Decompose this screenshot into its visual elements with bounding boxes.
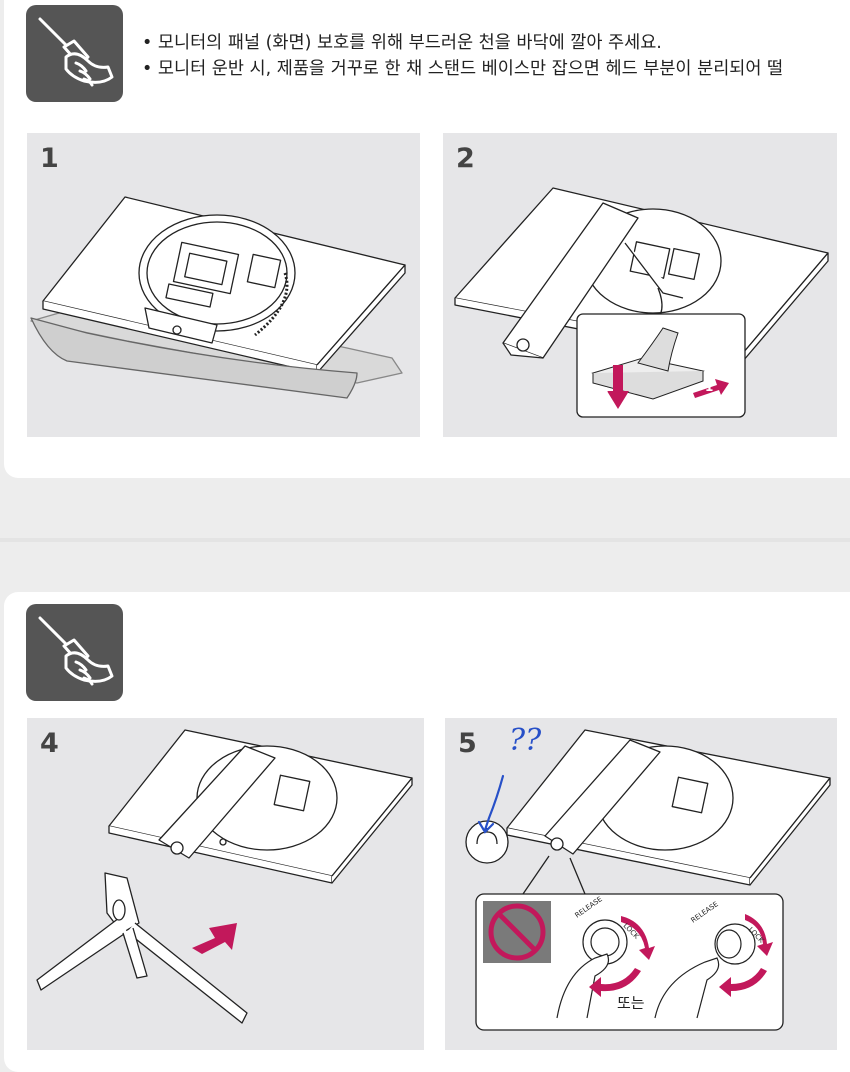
step-5-illustration: ?? RELEASE LOCK RELEASE LOCK 또는	[465, 723, 831, 1031]
arrow-down-icon	[607, 365, 629, 409]
step-number: 4	[40, 728, 59, 759]
step-number: 5	[458, 728, 477, 759]
rotate-arrow-icon	[589, 968, 641, 997]
handwritten-question-marks: ??	[509, 723, 542, 758]
step-5-panel: 5 ??	[445, 718, 837, 1050]
step-2-illustration: 2 1	[454, 187, 829, 418]
screwdriver-hand-icon	[26, 5, 123, 102]
step-4-illustration	[36, 729, 413, 1024]
step-1-panel: 1	[27, 133, 420, 437]
handwritten-annotation	[477, 774, 505, 834]
section-divider	[0, 538, 850, 542]
or-label: 또는	[617, 994, 645, 1012]
step-number: 1	[40, 143, 59, 174]
instruction-line-2: • 모니터 운반 시, 제품을 거꾸로 한 채 스탠드 베이스만 잡으면 헤드 …	[142, 59, 784, 79]
instruction-line-1: • 모니터의 패널 (화면) 보호를 위해 부드러운 천을 바닥에 깔아 주세요…	[142, 33, 662, 53]
instruction-notes: • 모니터의 패널 (화면) 보호를 위해 부드러운 천을 바닥에 깔아 주세요…	[142, 30, 783, 82]
arrow-up-icon	[693, 379, 729, 398]
rotate-arrow-icon	[745, 914, 773, 956]
step-5-inset: RELEASE LOCK RELEASE LOCK 또는	[475, 893, 784, 1031]
step-2-inset: 2 1	[576, 313, 746, 418]
screwdriver-hand-icon	[26, 604, 123, 701]
step-4-panel: 4	[27, 718, 424, 1050]
arrow-up-icon	[192, 923, 237, 954]
arrow-label-2: 2	[601, 385, 609, 399]
arrow-label-1: 1	[705, 380, 713, 394]
rotate-arrow-icon	[719, 968, 767, 997]
step-2-panel: 2 2 1	[443, 133, 837, 437]
rotate-arrow-icon	[621, 916, 655, 960]
step-1-illustration	[30, 196, 406, 399]
prohibited-icon	[488, 903, 546, 961]
step-number: 2	[456, 143, 475, 174]
